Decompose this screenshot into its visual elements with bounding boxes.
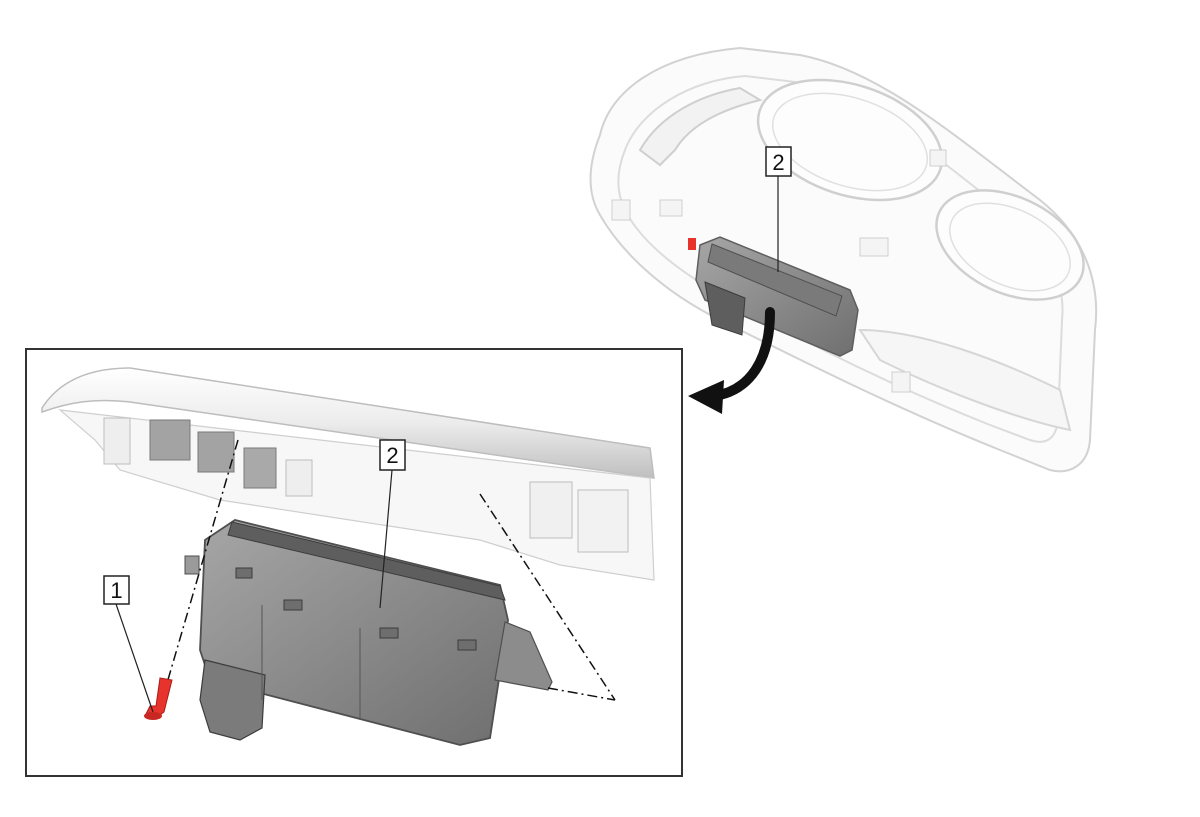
callout-label-1: 1 (110, 578, 122, 603)
mounting-boss (577, 489, 629, 553)
lower-pocket (858, 328, 1072, 432)
console-trim-panel-overview (589, 46, 1098, 473)
callout-item-1: 1 (103, 575, 154, 713)
detail-inset: 1 2 (25, 348, 683, 777)
cup-holder-right (935, 189, 1085, 301)
switch-module-lid (227, 521, 506, 601)
trim-clip (929, 149, 947, 167)
module-latch (283, 599, 303, 611)
module-latch (457, 639, 477, 651)
cup-holder-left-inner (771, 92, 929, 192)
shifter-slot (638, 86, 763, 167)
switch-module-connector-detail (199, 659, 266, 741)
switch-module-top (707, 243, 843, 317)
callout-item-2-detail: 2 (379, 439, 406, 609)
trim-bezel-edge (41, 367, 655, 479)
cup-holder-right-inner (949, 202, 1071, 292)
callout-item-2-overview: 2 (765, 146, 792, 272)
cup-holder-left (756, 78, 944, 202)
callout-label-2-detail: 2 (386, 443, 398, 468)
mounting-boss (529, 481, 573, 539)
push-pin-fastener-icon (144, 677, 173, 720)
mounting-boss (243, 447, 277, 489)
switch-module-overview (688, 236, 859, 357)
module-latch (379, 627, 399, 639)
module-latch (235, 567, 253, 579)
switch-module-connector (704, 281, 746, 336)
trim-clip (859, 237, 889, 257)
trim-clip (659, 199, 683, 217)
module-tab (184, 555, 200, 575)
trim-clip (891, 371, 911, 393)
mounting-boss (149, 419, 191, 461)
curved-arrow-icon (688, 307, 775, 414)
release-tab (688, 238, 696, 250)
mounting-boss (285, 459, 313, 497)
mounting-boss (197, 431, 235, 473)
switch-module-detail (184, 519, 553, 746)
switch-module-flange (494, 621, 553, 691)
alignment-lines (164, 439, 616, 701)
mounting-boss (103, 417, 131, 465)
trim-clip (611, 199, 631, 221)
callout-label-2-overview: 2 (772, 150, 784, 175)
